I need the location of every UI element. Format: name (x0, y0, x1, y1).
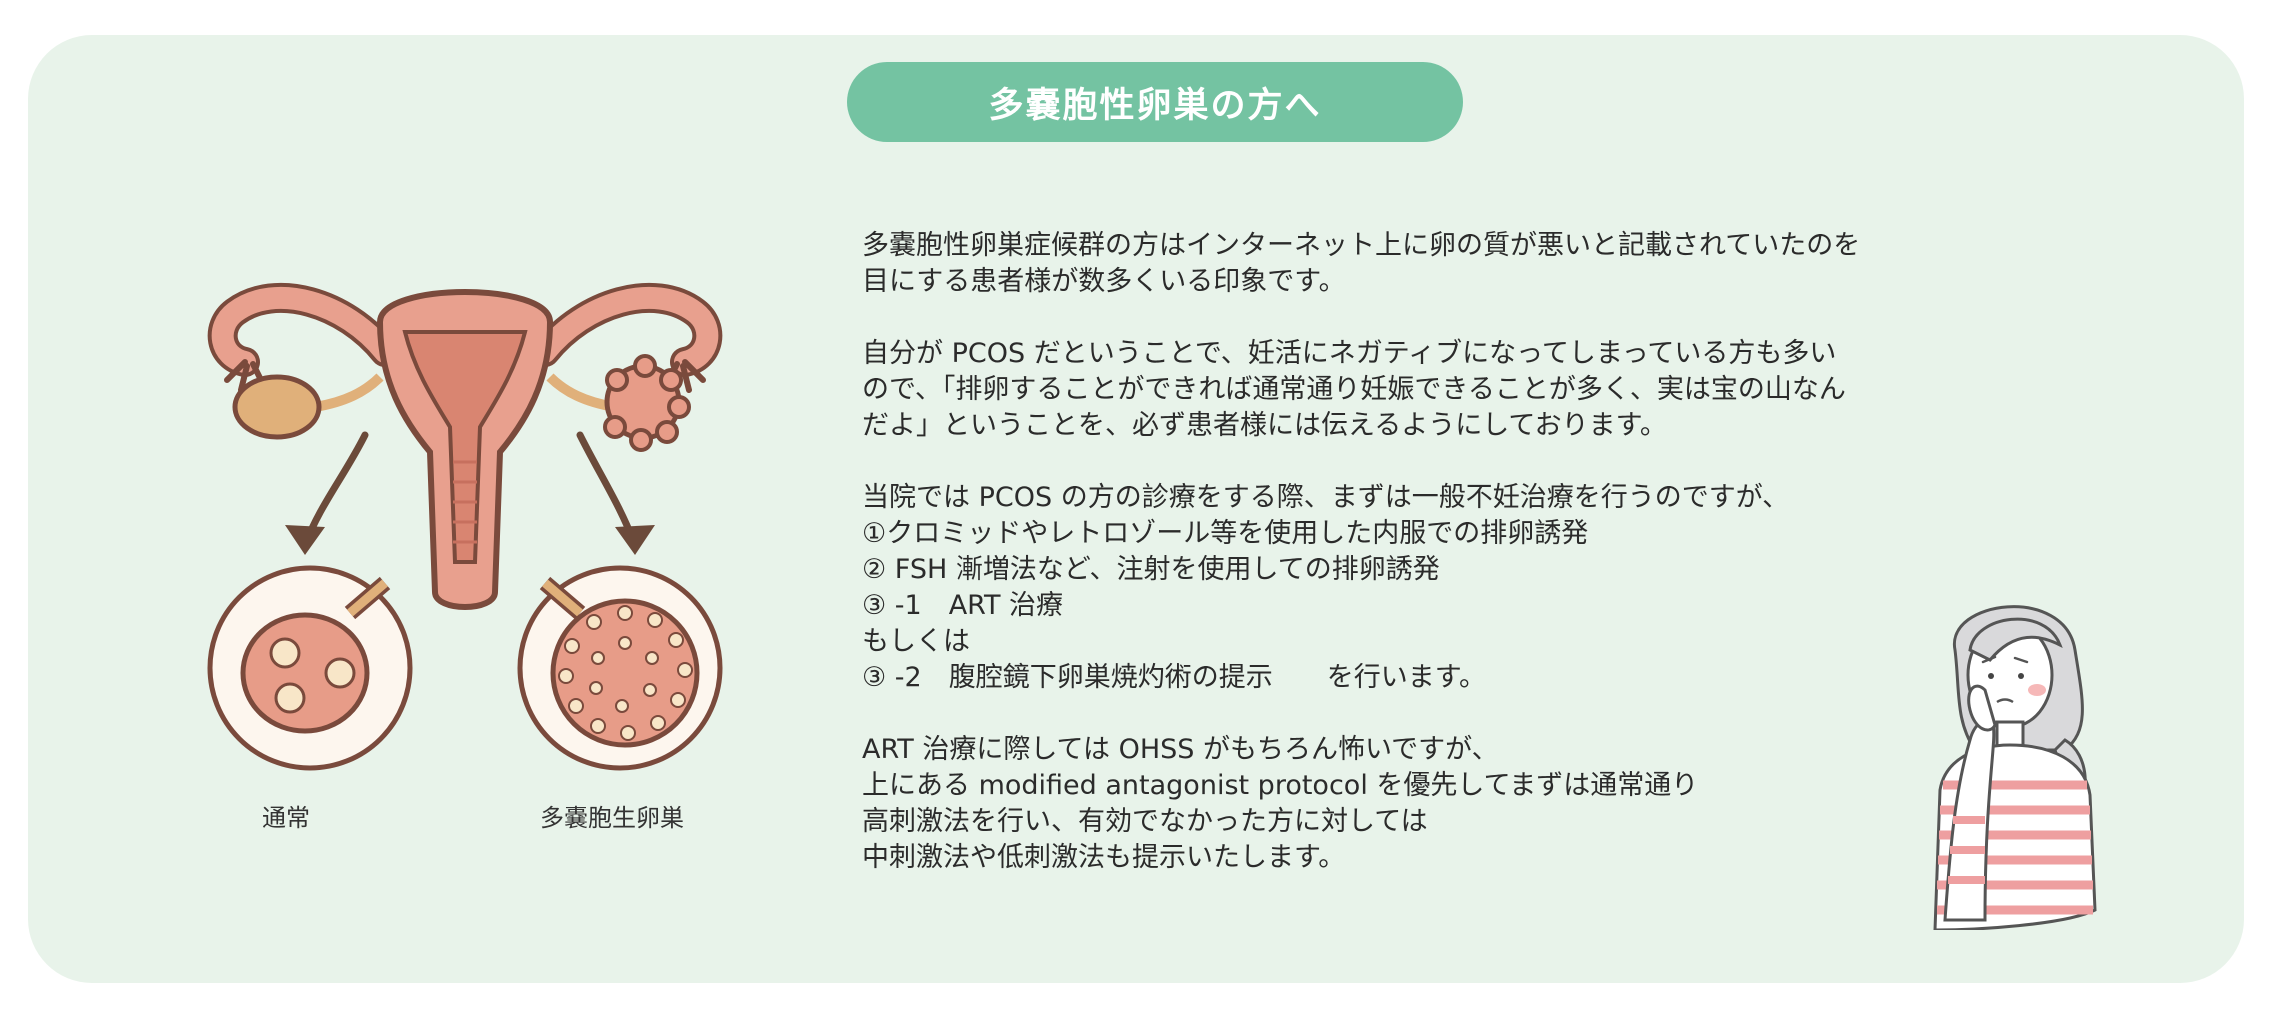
text-line: 高刺激法を行い、有効でなかった方に対しては (862, 806, 1428, 837)
text-line: 上にある modified antagonist protocol を優先してま… (862, 770, 1699, 801)
text-line: ② FSH 漸増法など、注射を使用しての排卵誘発 (862, 554, 1440, 585)
text-line: 中刺激法や低刺激法も提示いたします。 (862, 842, 1346, 873)
text-line: ③ -1 ART 治療 (862, 590, 1064, 621)
paragraph-intro: 多嚢胞性卵巣症候群の方はインターネット上に卵の質が悪いと記載されていたのを 目に… (862, 228, 2002, 300)
pcos-ovary-icon (517, 565, 723, 771)
text-line: だよ」ということを、必ず患者様には伝えるようにしております。 (862, 410, 1667, 441)
text-line: ので、「排卵することができれば通常通り妊娠できることが多く、実は宝の山なん (862, 374, 1846, 405)
page-title-text: 多嚢胞性卵巣の方へ (988, 85, 1322, 126)
text-line: もしくは (862, 626, 970, 657)
text-line: 自分が PCOS だということで、妊活にネガティブになってしまっている方も多い (862, 338, 1837, 369)
page-title: 多嚢胞性卵巣の方へ (847, 62, 1463, 142)
normal-ovary-icon (207, 565, 413, 771)
text-line: 目にする患者様が数多くいる印象です。 (862, 266, 1346, 297)
caption-normal: 通常 (262, 804, 310, 832)
text-line: ①クロミッドやレトロゾール等を使用した内服での排卵誘発 (862, 518, 1589, 549)
text-line: ③ -2 腹腔鏡下卵巣焼灼術の提示 を行います。 (862, 662, 1487, 693)
arrow-right-icon (576, 431, 655, 555)
text-line: ART 治療に際しては OHSS がもちろん怖いですが、 (862, 734, 1499, 765)
uterus-illustration (207, 283, 723, 610)
caption-pcos: 多嚢胞生卵巣 (540, 804, 684, 832)
content-panel (28, 35, 2244, 983)
paragraph-treasure: 自分が PCOS だということで、妊活にネガティブになってしまっている方も多い … (862, 336, 2002, 444)
body-text: 多嚢胞性卵巣症候群の方はインターネット上に卵の質が悪いと記載されていたのを 目に… (862, 228, 2002, 912)
text-line: 多嚢胞性卵巣症候群の方はインターネット上に卵の質が悪いと記載されていたのを (862, 230, 1861, 261)
paragraph-treatment: 当院では PCOS の方の診療をする際、まずは一般不妊治療を行うのですが、 ①ク… (862, 480, 2002, 696)
worried-woman-illustration (1933, 605, 2097, 930)
text-line: 当院では PCOS の方の診療をする際、まずは一般不妊治療を行うのですが、 (862, 482, 1790, 513)
paragraph-art: ART 治療に際しては OHSS がもちろん怖いですが、 上にある modifi… (862, 732, 2002, 876)
arrow-left-icon (285, 431, 369, 555)
